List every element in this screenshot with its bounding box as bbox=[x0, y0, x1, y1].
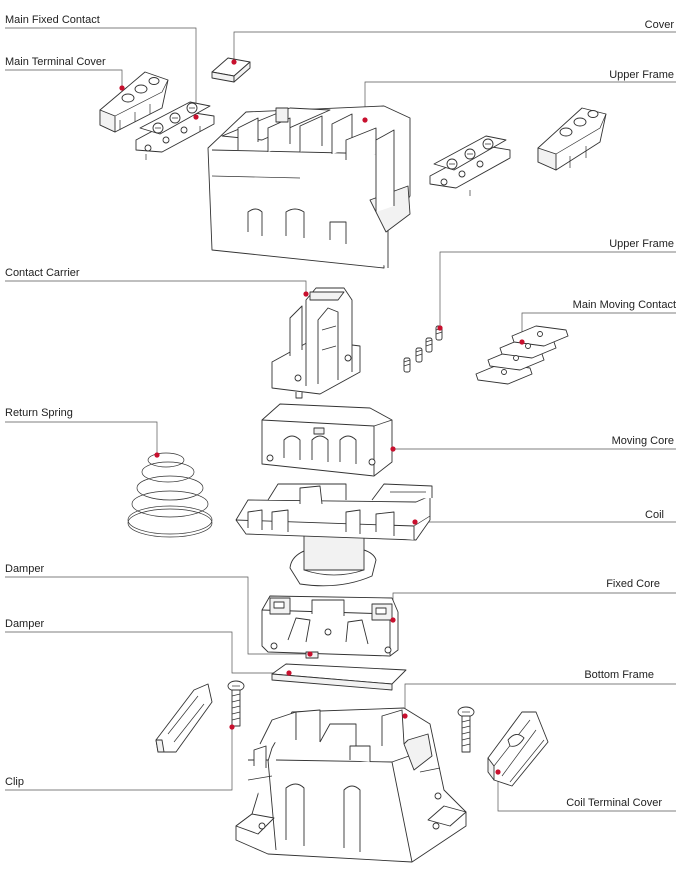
label-contact-carrier: Contact Carrier bbox=[5, 267, 80, 279]
dot-coil bbox=[412, 519, 418, 525]
leader-clip bbox=[5, 727, 233, 791]
dot-return-spring bbox=[154, 452, 160, 458]
label-coil: Coil bbox=[645, 509, 664, 521]
label-main-terminal-cover: Main Terminal Cover bbox=[5, 56, 106, 68]
dot-bottom-frame bbox=[402, 713, 408, 719]
dot-coil-terminal-cover bbox=[495, 769, 501, 775]
dot-contact-carrier bbox=[303, 291, 309, 297]
label-coil-terminal-cover: Coil Terminal Cover bbox=[566, 797, 662, 809]
leader-cover bbox=[233, 31, 676, 62]
label-main-fixed-contact: Main Fixed Contact bbox=[5, 14, 100, 26]
dot-upper-frame-2 bbox=[437, 325, 443, 331]
screws bbox=[227, 680, 475, 753]
dot-main-moving-contact bbox=[519, 339, 525, 345]
label-fixed-core: Fixed Core bbox=[606, 578, 660, 590]
leader-damper-2 bbox=[5, 631, 289, 674]
leader-contact-carrier bbox=[5, 280, 307, 294]
dot-cover bbox=[231, 59, 237, 65]
auxiliary-springs bbox=[403, 325, 443, 373]
cover-part bbox=[211, 57, 251, 83]
leader-bottom-frame bbox=[404, 683, 676, 716]
moving-core-part bbox=[261, 403, 393, 477]
dot-main-fixed-contact bbox=[193, 114, 199, 120]
leader-upper-frame-2 bbox=[439, 251, 676, 328]
clip-left bbox=[155, 683, 213, 753]
leader-damper-1 bbox=[5, 576, 310, 655]
label-clip: Clip bbox=[5, 776, 24, 788]
label-upper-frame-2: Upper Frame bbox=[609, 238, 674, 250]
bottom-frame-part bbox=[235, 707, 467, 863]
leader-return-spring bbox=[5, 421, 158, 455]
label-damper-1: Damper bbox=[5, 563, 45, 575]
main-fixed-contact-right bbox=[429, 135, 511, 196]
dot-moving-core bbox=[390, 446, 396, 452]
label-return-spring: Return Spring bbox=[5, 407, 73, 419]
leader-coil-terminal-cover bbox=[497, 772, 676, 812]
dot-damper-2 bbox=[286, 670, 292, 676]
main-fixed-contact-left bbox=[135, 101, 215, 160]
label-main-moving-contact: Main Moving Contact bbox=[572, 299, 676, 311]
main-terminal-cover-right bbox=[537, 107, 607, 171]
fixed-core-part bbox=[261, 595, 399, 659]
return-spring-part bbox=[127, 452, 213, 538]
leader-main-terminal-cover bbox=[5, 69, 123, 88]
label-bottom-frame: Bottom Frame bbox=[584, 669, 654, 681]
dot-main-terminal-cover bbox=[119, 85, 125, 91]
label-upper-frame-1: Upper Frame bbox=[609, 69, 674, 81]
dot-upper-frame-1 bbox=[362, 117, 368, 123]
label-cover: Cover bbox=[644, 19, 674, 31]
leader-dots bbox=[119, 59, 525, 775]
leader-fixed-core bbox=[392, 592, 676, 620]
main-terminal-cover-left bbox=[99, 71, 169, 133]
dot-fixed-core bbox=[390, 617, 396, 623]
coil-part bbox=[235, 483, 433, 587]
contact-carrier-part bbox=[271, 287, 361, 399]
label-damper-2: Damper bbox=[5, 618, 45, 630]
leader-upper-frame-1 bbox=[364, 81, 676, 120]
coil-terminal-cover-part bbox=[487, 711, 549, 787]
main-moving-contact-part bbox=[475, 325, 569, 385]
leader-lines bbox=[5, 27, 676, 812]
leader-main-fixed-contact bbox=[5, 27, 197, 117]
label-moving-core: Moving Core bbox=[611, 435, 674, 447]
dot-damper-1 bbox=[307, 651, 313, 657]
dot-clip bbox=[229, 724, 235, 730]
damper-plate bbox=[271, 663, 407, 691]
upper-frame-part bbox=[207, 105, 411, 269]
